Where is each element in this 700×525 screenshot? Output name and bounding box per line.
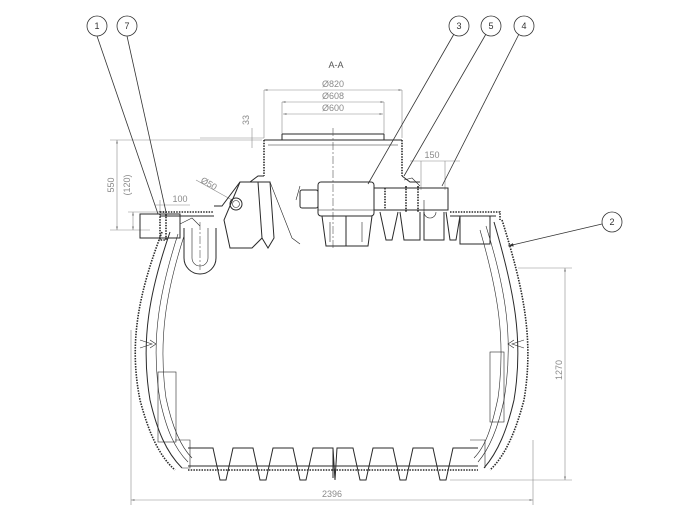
dim-d600: Ø600 — [322, 103, 344, 113]
dim-w2396: 2396 — [322, 489, 342, 499]
dim-550-group: 550 (120) — [106, 139, 262, 231]
dim-150-group: 150 — [410, 150, 460, 190]
diameter-dimensions: Ø820 Ø608 Ø600 — [263, 79, 403, 138]
balloon-5-label: 5 — [488, 21, 493, 31]
dim-2396-group: 2396 — [130, 330, 534, 505]
tank-body — [134, 219, 529, 481]
balloon-2-label: 2 — [609, 217, 614, 227]
dim-d820: Ø820 — [322, 79, 344, 89]
balloon-3 — [448, 15, 470, 37]
dim-h550: 550 — [106, 177, 116, 192]
dim-d608: Ø608 — [322, 91, 344, 101]
dim-d50: Ø50 — [199, 175, 219, 192]
tank-top — [139, 128, 501, 275]
balloon-5 — [480, 15, 502, 37]
dim-33-group: 33 — [200, 115, 264, 148]
balloons: 1 7 3 5 4 2 — [86, 15, 623, 247]
balloon-4 — [513, 15, 535, 37]
balloon-7-label: 7 — [124, 21, 129, 31]
section-label: A-A — [328, 60, 343, 70]
dim-h120: (120) — [122, 174, 132, 195]
dim-w100: 100 — [172, 194, 187, 204]
balloon-3-label: 3 — [456, 21, 461, 31]
dim-h33: 33 — [241, 115, 251, 125]
balloon-1 — [86, 15, 108, 37]
dim-1270-group: 1270 — [450, 267, 572, 481]
balloon-7 — [116, 15, 138, 37]
balloon-4-label: 4 — [521, 21, 526, 31]
dim-d50-group: Ø50 — [195, 175, 233, 201]
balloon-2 — [601, 211, 623, 233]
balloon-1-label: 1 — [94, 21, 99, 31]
dim-100-group: 100 — [155, 194, 190, 212]
dim-h1270: 1270 — [554, 360, 564, 380]
dim-w150: 150 — [424, 150, 439, 160]
